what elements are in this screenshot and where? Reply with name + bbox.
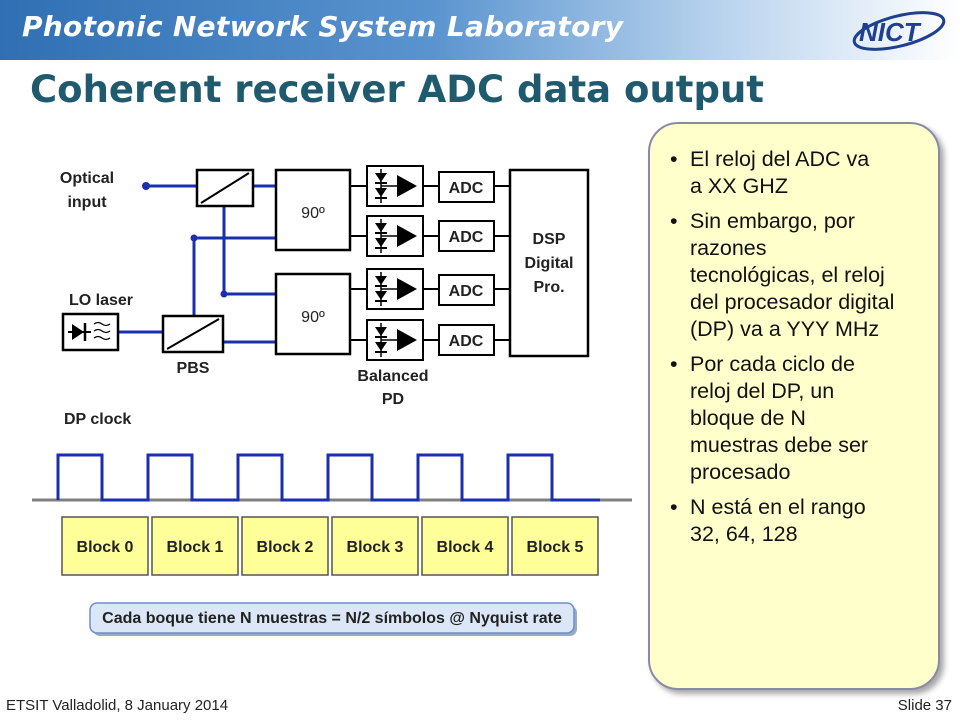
bullet-dot: • [670,147,678,171]
bullet-1-line-2: a XX GHZ [690,174,788,198]
lo-laser-label: LO laser [69,292,133,309]
dsp-label-1: DSP [533,231,566,248]
optical-input-label: Optical [60,170,114,187]
bullet-3-line-3: bloque de N [690,406,806,430]
beam-splitter [195,168,255,208]
footer-venue: ETSIT Valladolid, 8 January 2014 [6,697,229,714]
hybrid-90-bottom [274,272,352,356]
dsp-label-3: Pro. [533,279,564,296]
bullet-2-line-5: (DP) va a YYY MHz [690,317,880,341]
receiver-diagram: Optical input LO laser PBS 90º [32,165,632,636]
bullet-4-line-1: N está en el rango [690,495,866,519]
bullet-item: • El reloj del ADC va a XX GHZ [670,146,924,200]
block-4-label: Block 4 [437,539,494,556]
dsp-box [508,168,590,358]
adc-3-label: ADC [449,283,484,300]
block-1-label: Block 1 [167,539,224,556]
bullet-item: • Sin embargo, por razones tecnológicas,… [670,208,924,343]
lab-name: Photonic Network System Laboratory [22,10,624,43]
bullet-3-line-5: procesado [690,460,791,484]
adc-2-label: ADC [449,229,484,246]
optical-input-label-2: input [67,194,107,211]
bullet-4-line-2: 32, 64, 128 [690,522,798,546]
block-5 [511,516,599,576]
svg-text:NICT: NICT [859,17,922,47]
bullet-dot: • [670,352,678,376]
bullet-1-line-1: El reloj del ADC va [690,147,870,171]
clock-waveform [56,453,600,502]
adc-4-label: ADC [449,333,484,350]
bullet-dot: • [670,209,678,233]
balanced-pd-label-2: PD [382,391,404,408]
bullet-2-line-2: razones [690,236,767,260]
signal-lines [350,185,510,341]
dsp-label-2: Digital [525,255,574,272]
samples-note-text: Cada boque tiene N muestras = N/2 símbol… [102,610,562,627]
bullet-2-line-3: tecnológicas, el reloj [690,263,885,287]
block-0-label: Block 0 [77,539,134,556]
block-0 [61,516,149,576]
pbs-splitter [161,314,225,354]
block-3-label: Block 3 [347,539,404,556]
bullet-3-line-1: Por cada ciclo de [690,352,855,376]
dp-clock-label: DP clock [64,411,131,428]
bullet-list: • El reloj del ADC va a XX GHZ • Sin emb… [650,124,938,548]
hybrid-90-top [274,168,352,252]
samples-note: Cada boque tiene N muestras = N/2 símbol… [89,602,577,636]
pbs-label: PBS [177,360,210,377]
bullet-3-line-4: muestras debe ser [690,433,869,457]
block-1 [151,516,239,576]
header-banner: Photonic Network System Laboratory NICT [0,0,960,60]
nict-logo: NICT [852,11,946,51]
hybrid-bottom-label: 90º [301,309,325,326]
adc-1: ADC [438,171,495,203]
bullet-2-line-1: Sin embargo, por [690,209,855,233]
block-2 [241,516,329,576]
balanced-pd-2 [366,215,424,257]
balanced-pd-4 [366,319,424,361]
bullet-2-line-4: del procesador digital [690,290,895,314]
bullet-dot: • [670,495,678,519]
bullet-item: • Por cada ciclo de reloj del DP, un blo… [670,351,924,486]
block-2-label: Block 2 [257,539,314,556]
bullet-3-line-2: reloj del DP, un [690,379,835,403]
adc-4: ADC [438,324,495,356]
balanced-pd-3 [366,268,424,310]
balanced-pd-label: Balanced [357,368,428,385]
balanced-pd-1 [366,165,424,207]
slide-title: Coherent receiver ADC data output [30,68,764,111]
hybrid-top-label: 90º [301,205,325,222]
adc-2: ADC [438,220,495,252]
laser-icon [61,312,120,352]
bullet-item: • N está en el rango 32, 64, 128 [670,494,924,548]
block-4 [421,516,509,576]
notes-callout: • El reloj del ADC va a XX GHZ • Sin emb… [648,122,940,690]
adc-3: ADC [438,274,495,306]
block-5-label: Block 5 [527,539,584,556]
block-3 [331,516,419,576]
slide-number: Slide 37 [897,697,952,714]
adc-1-label: ADC [449,180,484,197]
block-row: Block 0 Block 1 Block 2 Block 3 Block 4 … [61,516,599,576]
